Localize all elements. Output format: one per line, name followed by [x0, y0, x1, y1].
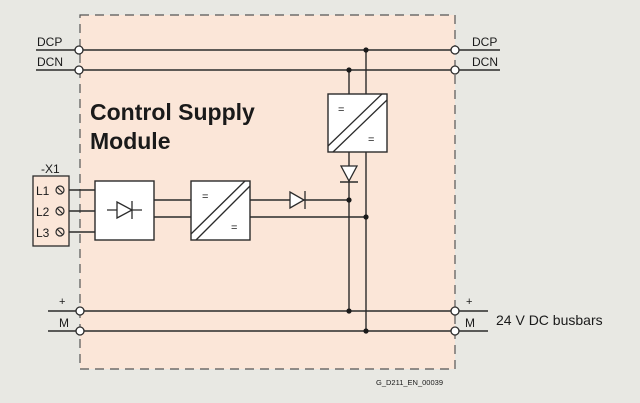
junction-dot [363, 328, 369, 334]
terminal-dcp-right [450, 45, 460, 55]
top-converter-out-symbol: = [368, 134, 374, 146]
m-label-left: M [59, 316, 69, 330]
diode-icon [339, 165, 359, 183]
terminal-l3-label: L3 [36, 226, 50, 240]
junction-dot [346, 308, 352, 314]
top-dcdc-converter: = = [327, 93, 388, 153]
terminal-l2-label: L2 [36, 205, 50, 219]
screw-terminal-icon [55, 206, 65, 216]
plus-label-left: + [59, 296, 65, 308]
rectifier-diode-icon [107, 200, 142, 220]
terminal-dcn-left [74, 65, 84, 75]
figure-id: G_D211_EN_00039 [376, 378, 443, 387]
junction-dot [363, 214, 369, 220]
terminal-l1-label: L1 [36, 184, 50, 198]
module-title-line2: Module [90, 128, 171, 154]
rectifier-block [94, 180, 155, 241]
module-title-line1: Control Supply [90, 99, 255, 125]
dcdc-converter-block: = = [190, 180, 251, 241]
dcp-label-right: DCP [472, 35, 497, 49]
busbars-label: 24 V DC busbars [496, 312, 603, 328]
m-label-right: M [465, 316, 475, 330]
dcn-label-left: DCN [37, 55, 63, 69]
plus-label-right: + [466, 296, 472, 308]
terminal-m-left [75, 326, 85, 336]
dcn-label-right: DCN [472, 55, 498, 69]
screw-terminal-icon [55, 185, 65, 195]
junction-dot [346, 67, 352, 73]
output-diode-icon [289, 190, 306, 210]
dcdc-out-symbol: = [231, 222, 237, 234]
terminal-block-name: -X1 [41, 162, 60, 176]
terminal-m-right [450, 326, 460, 336]
terminal-block-x1: -X1 L1 L2 L3 [32, 162, 70, 247]
top-converter-in-symbol: = [338, 104, 344, 116]
dcdc-in-symbol: = [202, 191, 208, 203]
dcp-label-left: DCP [37, 35, 62, 49]
terminal-dcp-left [74, 45, 84, 55]
screw-terminal-icon [55, 227, 65, 237]
terminal-plus-right [450, 306, 460, 316]
junction-dot [346, 197, 352, 203]
junction-dot [363, 47, 369, 53]
terminal-dcn-right [450, 65, 460, 75]
terminal-plus-left [75, 306, 85, 316]
